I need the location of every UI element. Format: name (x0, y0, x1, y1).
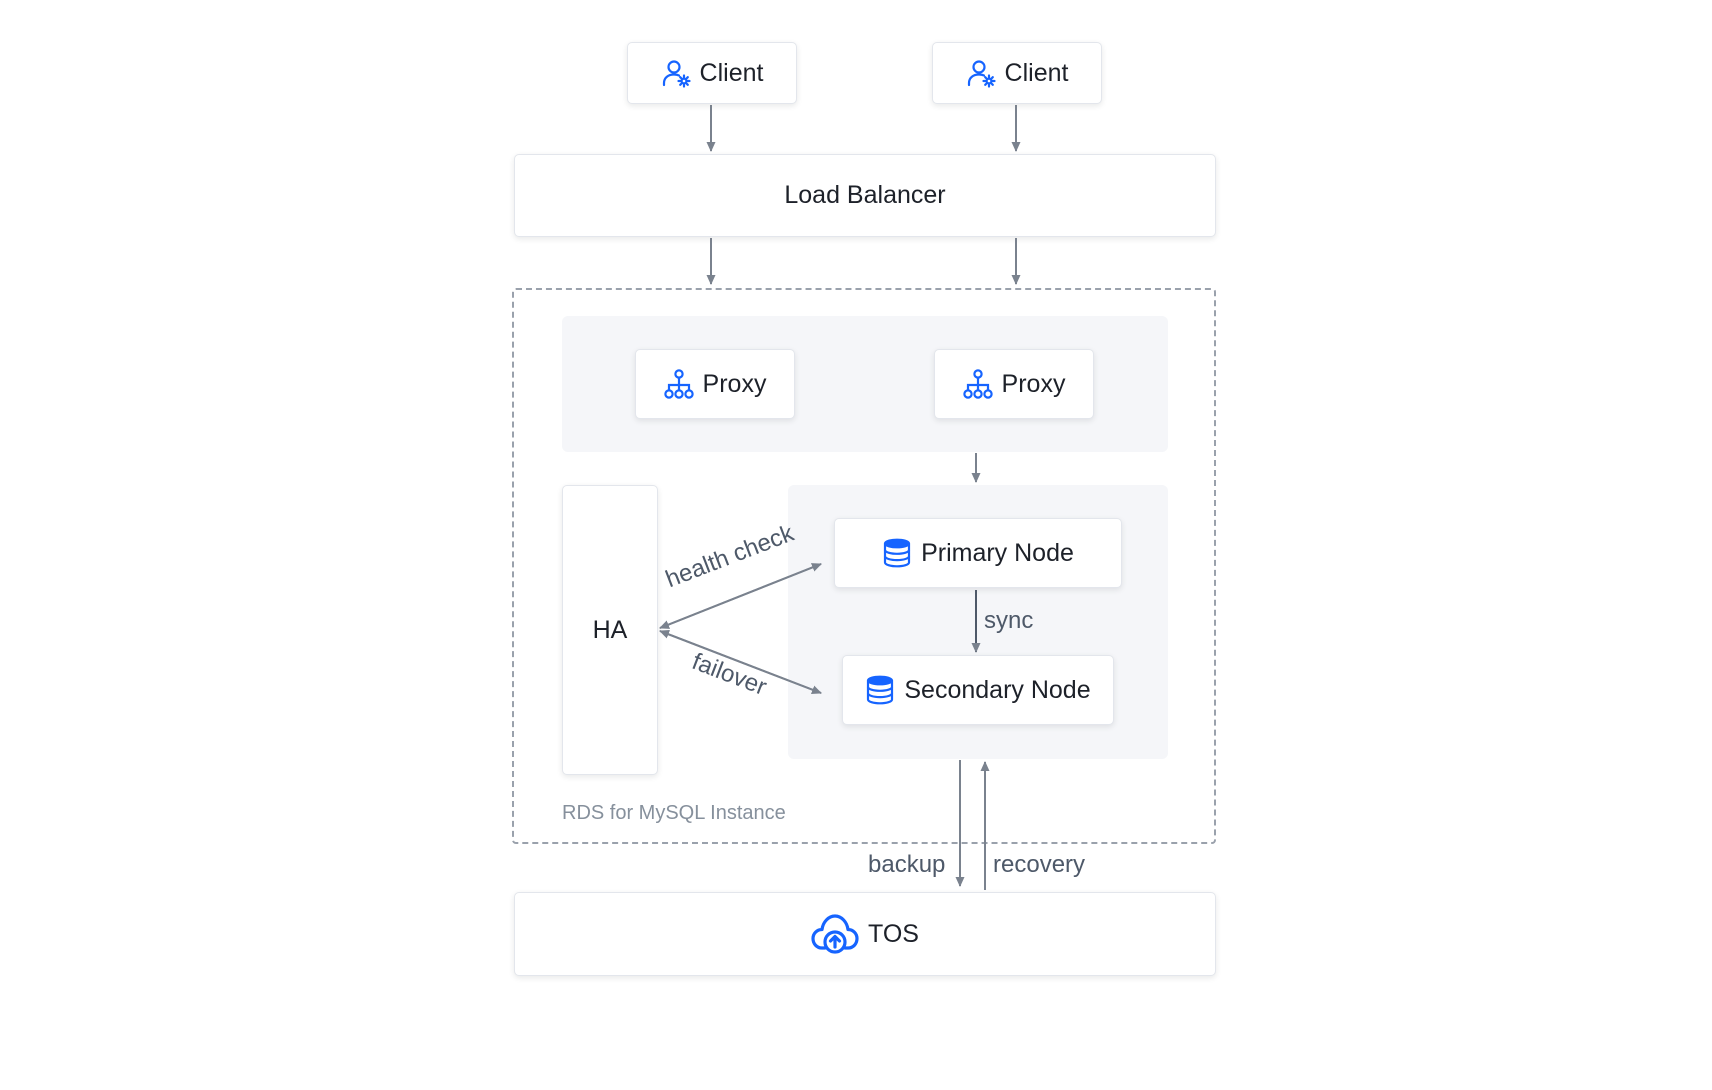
arrow-health-check-to-ha (659, 563, 822, 629)
cloud-upload-icon (811, 912, 859, 956)
client-box-1[interactable]: Client (627, 42, 797, 104)
proxy-box-2[interactable]: Proxy (934, 349, 1094, 419)
ha-box[interactable]: HA (562, 485, 658, 775)
rds-instance-caption: RDS for MySQL Instance (562, 802, 786, 824)
user-gear-icon (966, 58, 996, 88)
secondary-node-box[interactable]: Secondary Node (842, 655, 1114, 725)
client-label: Client (1004, 58, 1069, 87)
sync-label: sync (984, 607, 1034, 634)
client-label: Client (699, 58, 764, 87)
load-balancer-box[interactable]: Load Balancer (514, 154, 1216, 237)
primary-node-box[interactable]: Primary Node (834, 518, 1122, 588)
load-balancer-label: Load Balancer (784, 181, 946, 209)
rds-instance-frame (512, 288, 1216, 844)
ha-label: HA (592, 615, 628, 644)
proxy-label: Proxy (702, 369, 767, 398)
proxy-label: Proxy (1001, 369, 1066, 398)
user-gear-icon (661, 58, 691, 88)
database-icon (865, 675, 895, 705)
tos-box[interactable]: TOS (514, 892, 1216, 976)
arrow-failover-to-secondary (659, 630, 822, 694)
recovery-label: recovery (993, 851, 1086, 878)
network-tree-icon (962, 369, 993, 399)
proxy-box-1[interactable]: Proxy (635, 349, 795, 419)
client-box-2[interactable]: Client (932, 42, 1102, 104)
secondary-node-label: Secondary Node (904, 675, 1091, 704)
database-icon (882, 538, 912, 568)
backup-label: backup (868, 851, 946, 878)
network-tree-icon (663, 369, 694, 399)
tos-label: TOS (868, 919, 919, 948)
primary-node-label: Primary Node (921, 538, 1074, 567)
